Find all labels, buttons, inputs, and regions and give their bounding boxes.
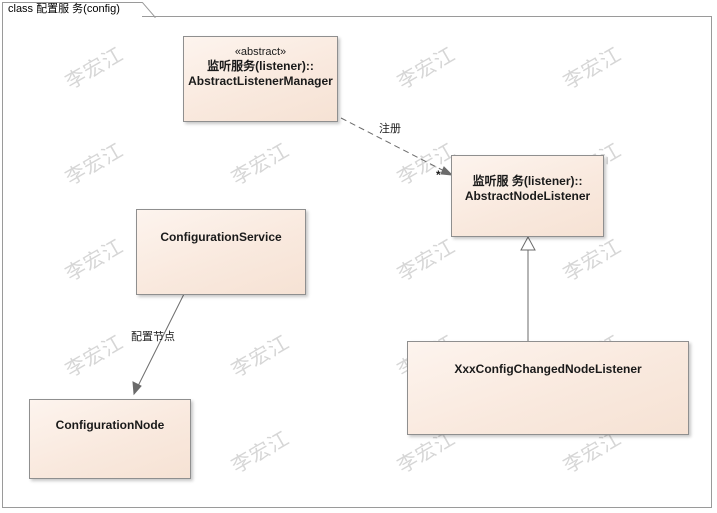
class-box-configuration-service[interactable]: ConfigurationService xyxy=(136,209,306,295)
class-name-line-2: AbstractListenerManager xyxy=(188,74,333,88)
register-link-multiplicity: * xyxy=(436,168,441,182)
class-stereotype: «abstract» xyxy=(234,46,287,58)
class-name-line-2: AbstractNodeListener xyxy=(464,189,591,203)
class-box-header: XxxConfigChangedNodeListener xyxy=(408,342,688,377)
class-name-line-1: ConfigurationNode xyxy=(55,418,165,432)
class-box-header: ConfigurationNode xyxy=(30,400,190,433)
register-link-label: 注册 xyxy=(379,123,401,135)
diagram-frame xyxy=(2,16,712,508)
class-name-line-1: ConfigurationService xyxy=(160,230,282,244)
class-name-line-1: 监听服 务(listener):: xyxy=(472,174,583,188)
diagram-title: class 配置服 务(config) xyxy=(8,3,120,15)
class-box-xxx-config-changed-node-listener[interactable]: XxxConfigChangedNodeListener xyxy=(407,341,689,435)
class-name-line-1: XxxConfigChangedNodeListener xyxy=(454,362,642,376)
class-box-header: «abstract» 监听服务(listener):: AbstractList… xyxy=(184,37,337,89)
diagram-frame-tab xyxy=(2,2,142,18)
config-node-link-label: 配置节点 xyxy=(131,331,175,343)
class-box-header: ConfigurationService xyxy=(137,210,305,245)
class-box-abstract-listener-manager[interactable]: «abstract» 监听服务(listener):: AbstractList… xyxy=(183,36,338,122)
diagram-frame-tab-slant xyxy=(142,2,156,18)
class-box-abstract-node-listener[interactable]: 监听服 务(listener):: AbstractNodeListener xyxy=(451,155,604,237)
class-box-configuration-node[interactable]: ConfigurationNode xyxy=(29,399,191,479)
class-box-header: 监听服 务(listener):: AbstractNodeListener xyxy=(452,156,603,204)
class-name-line-1: 监听服务(listener):: xyxy=(207,59,314,73)
